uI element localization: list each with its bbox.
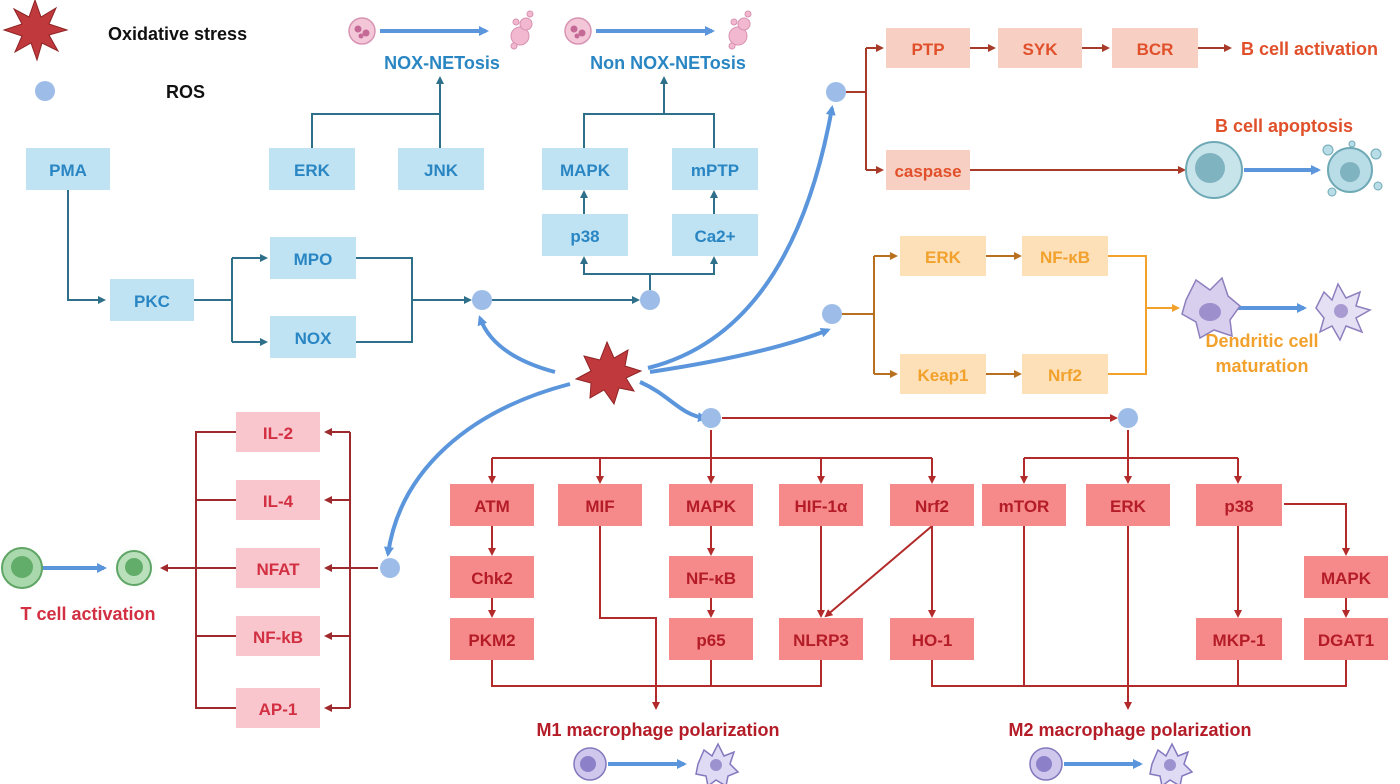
label-m1-polarization: M1 macrophage polarization [536,720,779,740]
node-ca: Ca2+ [694,227,735,246]
label-dc-maturation-1: Dendritic cell [1205,331,1318,351]
node-nfkb-dc: NF-κB [1040,248,1090,267]
node-hif: HIF-1α [795,497,849,516]
bcell-icon [1185,141,1243,199]
ros-dot-neutrophil-2 [640,290,660,310]
node-mpo: MPO [294,250,333,269]
node-p38-neutrophil: p38 [570,227,599,246]
tcell-icon [1,547,43,589]
node-il4: IL-4 [263,492,294,511]
node-jnk: JNK [424,161,459,180]
dc-nodes: ERK NF-κB Keap1 Nrf2 [900,236,1108,394]
node-pkc: PKC [134,292,170,311]
node-caspase: caspase [894,162,961,181]
ros-dot-neutrophil-1 [472,290,492,310]
dc-connectors [842,252,1022,378]
label-dc-maturation-2: maturation [1215,356,1308,376]
macrophage-connectors [488,414,1350,710]
ros-dot-tcell [380,558,400,578]
node-nlrp3: NLRP3 [793,631,849,650]
bcell-connectors [846,44,1232,174]
node-nfat: NFAT [256,560,300,579]
node-il2: IL-2 [263,424,293,443]
node-mkp1: MKP-1 [1213,631,1266,650]
node-bcr: BCR [1137,40,1174,59]
label-bcell-activation: B cell activation [1241,39,1378,59]
ros-legend-icon [35,81,55,101]
node-erk-macrophage: ERK [1110,497,1147,516]
netosis-cell-icon [510,10,534,50]
node-nrf2-dc: Nrf2 [1048,366,1082,385]
ros-dot-macrophage-2 [1118,408,1138,428]
label-tcell-activation: T cell activation [20,604,155,624]
macrophage-icon-m1 [573,747,607,781]
node-pma: PMA [49,161,87,180]
macrophage-polarized-icon-m2 [1149,742,1194,784]
node-dgat1: DGAT1 [1318,631,1374,650]
node-keap1: Keap1 [917,366,968,385]
label-m2-polarization: M2 macrophage polarization [1008,720,1251,740]
tcell-connectors [160,428,378,712]
ros-dot-dc [822,304,842,324]
node-atm: ATM [474,497,510,516]
neutrophil-nodes: PMA PKC MPO NOX ERK JNK MAPK mPTP p38 Ca… [26,148,758,358]
node-ho1: HO-1 [912,631,953,650]
ros-dots [380,82,1138,578]
node-erk-dc: ERK [925,248,962,267]
label-non-nox-netosis: Non NOX-NETosis [590,53,746,73]
neutrophil-connectors [67,76,718,346]
label-bcell-apoptosis: B cell apoptosis [1215,116,1353,136]
neutrophil-cell-icon-2 [564,17,592,45]
legend: Oxidative stress ROS [2,0,247,102]
oxidative-stress-legend-icon [2,0,69,62]
label-nox-netosis: NOX-NETosis [384,53,500,73]
node-p38-macrophage: p38 [1224,497,1253,516]
bcell-apoptotic-icon [1322,140,1383,197]
dendritic-cell-icon [1181,276,1242,340]
dc-merge [1108,255,1180,375]
node-mtor: mTOR [999,497,1050,516]
tcell-nodes: IL-2 IL-4 NFAT NF-kB AP-1 [236,412,320,728]
node-p65: p65 [696,631,725,650]
dendritic-mature-icon [1315,282,1372,342]
ros-dot-bcell [826,82,846,102]
node-mptp: mPTP [691,161,739,180]
macrophage-icon-m2 [1029,747,1063,781]
node-nrf2-macrophage: Nrf2 [915,497,949,516]
macrophage-polarized-icon-m1 [695,742,740,784]
node-mapk-macrophage: MAPK [686,497,737,516]
node-erk: ERK [294,161,331,180]
node-nfkb-tcell: NF-kB [253,628,303,647]
netosis-cell-icon-2 [728,10,752,50]
node-mapk-m2: MAPK [1321,569,1372,588]
node-mapk-neutrophil: MAPK [560,161,611,180]
bcell-nodes: PTP SYK BCR caspase [886,28,1198,190]
neutrophil-cell-icon [348,17,376,45]
ros-dot-macrophage-1 [701,408,721,428]
node-ap1: AP-1 [259,700,298,719]
node-syk: SYK [1023,40,1059,59]
legend-oxidative-stress-label: Oxidative stress [108,24,247,44]
node-nfkb-macrophage: NF-κB [686,569,736,588]
node-pkm2: PKM2 [468,631,515,650]
tcell-activated-icon [106,540,162,596]
legend-ros-label: ROS [166,82,205,102]
oxidative-stress-star-icon [574,340,643,406]
node-mif: MIF [585,497,614,516]
node-chk2: Chk2 [471,569,513,588]
node-ptp: PTP [911,40,944,59]
node-nox: NOX [295,329,333,348]
macrophage-nodes: ATM Chk2 PKM2 MIF MAPK NF-κB p65 HIF-1α … [450,484,1388,660]
oxidative-stress-curves [384,105,836,557]
